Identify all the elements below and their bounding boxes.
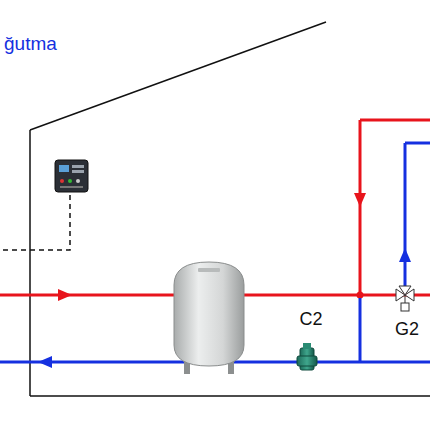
pipe-junction bbox=[357, 292, 364, 299]
flow-arrow bbox=[354, 193, 366, 207]
flow-arrow bbox=[38, 356, 52, 368]
controller-unit bbox=[55, 160, 88, 192]
flow-arrow bbox=[58, 289, 72, 301]
section-title: ğutma bbox=[4, 34, 57, 55]
part-label: C2 bbox=[298, 310, 323, 330]
buffer-tank bbox=[174, 262, 244, 374]
three-way-valve bbox=[396, 286, 414, 311]
circulation-pump bbox=[297, 343, 317, 370]
supply-pipe bbox=[0, 120, 430, 295]
building-outline bbox=[30, 22, 430, 396]
control-wire bbox=[0, 195, 70, 250]
flow-arrow bbox=[399, 248, 411, 262]
part-label: G2 bbox=[394, 320, 420, 340]
